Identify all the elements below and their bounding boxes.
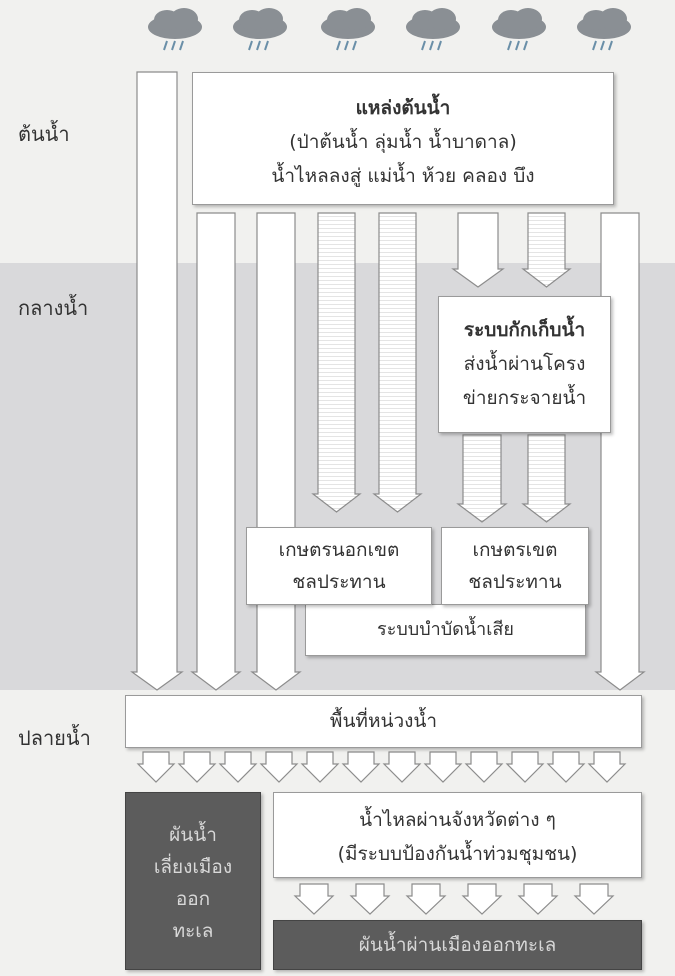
divert-bypass-line2: เลี่ยงเมือง (153, 856, 233, 878)
water-source-line2: (ป่าต้นน้ำ ลุ่มน้ำ น้ำบาดาล) (289, 131, 517, 153)
down-arrow-icon (587, 751, 627, 783)
down-arrow-icon (521, 434, 572, 523)
down-arrow-icon (311, 212, 362, 513)
farm-inside-line2: ชลประทาน (468, 571, 562, 593)
down-arrow-icon (405, 883, 447, 915)
down-arrow-icon (300, 751, 340, 783)
water-storage-box: ระบบกักเก็บน้ำ ส่งน้ำผ่านโครง ข่ายกระจาย… (438, 296, 611, 433)
farm-inside-line1: เกษตรเขต (472, 539, 558, 561)
down-arrow-icon (456, 434, 508, 523)
water-storage-line2: ส่งน้ำผ่านโครง (463, 353, 586, 375)
farm-outside-irrigation-box: เกษตรนอกเขต ชลประทาน (246, 527, 432, 605)
water-source-line3: น้ำไหลลงสู่ แม่น้ำ ห้วย คลอง บึง (271, 165, 535, 187)
farm-irrigation-box: เกษตรเขต ชลประทาน (441, 527, 589, 605)
zone-upstream-label: ต้นน้ำ (18, 122, 70, 146)
rain-cloud-icon (148, 8, 202, 51)
wetland-label: พื้นที่หน่วงน้ำ (329, 710, 438, 732)
zone-downstream-label: ปลายน้ำ (18, 726, 91, 750)
down-arrow-icon (130, 71, 184, 691)
down-arrow-icon (505, 751, 545, 783)
down-arrow-icon (190, 212, 242, 691)
down-arrow-icon (293, 883, 335, 915)
down-arrow-icon (177, 751, 217, 783)
divert-through-city-label: ผันน้ำผ่านเมืองออกทะเล (358, 934, 557, 956)
down-arrow-icon (594, 212, 646, 691)
zone-midstream-label: กลางน้ำ (18, 296, 89, 320)
down-arrow-icon (372, 212, 423, 513)
down-arrow-icon (451, 212, 505, 288)
wetland-box: พื้นที่หน่วงน้ำ (125, 695, 642, 748)
wastewater-treatment-box: ระบบบำบัดน้ำเสีย (305, 604, 586, 656)
down-arrow-icon (521, 212, 572, 288)
water-storage-line3: ข่ายกระจายน้ำ (462, 387, 587, 409)
rain-cloud-icon (577, 8, 631, 51)
down-arrow-icon (464, 751, 504, 783)
farm-outside-line2: ชลประทาน (292, 571, 386, 593)
down-arrow-icon (517, 883, 559, 915)
down-arrow-icon (259, 751, 299, 783)
water-source-title: แหล่งต้นน้ำ (355, 97, 451, 119)
down-arrow-icon (382, 751, 422, 783)
down-arrow-icon (423, 751, 463, 783)
divert-through-city-box: ผันน้ำผ่านเมืองออกทะเล (273, 920, 642, 970)
rain-cloud-icon (321, 8, 375, 51)
down-arrow-icon (218, 751, 258, 783)
down-arrow-icon (250, 212, 302, 691)
flow-provinces-box: น้ำไหลผ่านจังหวัดต่าง ๆ (มีระบบป้องกันน้… (273, 792, 642, 878)
flow-provinces-line2: (มีระบบป้องกันน้ำท่วมชุมชน) (337, 843, 578, 865)
rain-cloud-icon (233, 8, 287, 51)
rain-cloud-icon (492, 8, 546, 51)
divert-bypass-line3: ออก (175, 888, 211, 910)
down-arrow-icon (349, 883, 391, 915)
down-arrow-icon (573, 883, 615, 915)
divert-bypass-city-box: ผันน้ำ เลี่ยงเมือง ออก ทะเล (125, 792, 261, 970)
rain-cloud-icon (406, 8, 460, 51)
down-arrow-icon (136, 751, 176, 783)
farm-outside-line1: เกษตรนอกเขต (278, 539, 400, 561)
wastewater-treatment-label: ระบบบำบัดน้ำเสีย (377, 619, 514, 640)
divert-bypass-line4: ทะเล (172, 920, 214, 942)
down-arrow-icon (461, 883, 503, 915)
down-arrow-icon (341, 751, 381, 783)
flow-provinces-line1: น้ำไหลผ่านจังหวัดต่าง ๆ (359, 809, 556, 831)
water-storage-title: ระบบกักเก็บน้ำ (463, 319, 586, 341)
divert-bypass-line1: ผันน้ำ (169, 824, 217, 846)
down-arrow-icon (546, 751, 586, 783)
water-source-box: แหล่งต้นน้ำ (ป่าต้นน้ำ ลุ่มน้ำ น้ำบาดาล)… (192, 72, 614, 205)
